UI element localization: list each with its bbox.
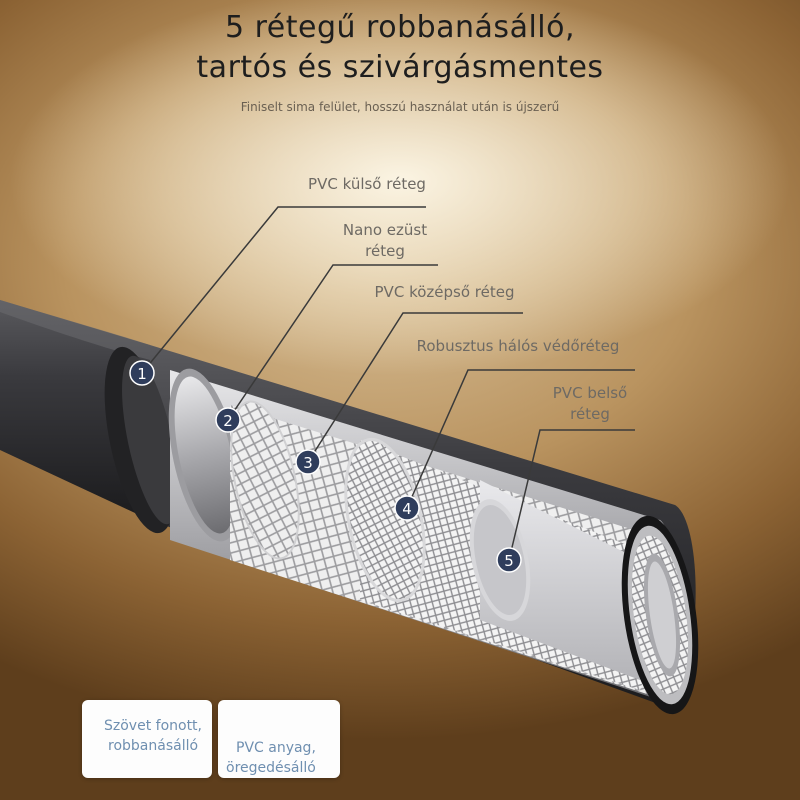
- svg-text:4: 4: [402, 500, 412, 518]
- feature-card-fabric: Szövet fonott, robbanásálló: [82, 700, 212, 778]
- badge-3: 3: [295, 449, 321, 475]
- badge-4: 4: [394, 495, 420, 521]
- svg-text:3: 3: [303, 454, 313, 472]
- subheadline: Finiselt sima felület, hosszú használat …: [240, 100, 560, 114]
- label-layer-1: PVC külső réteg: [308, 175, 426, 193]
- headline-line-1: 5 rétegű robbanásálló,: [224, 10, 576, 45]
- headline-line-2: tartós és szivárgásmentes: [196, 50, 604, 85]
- badge-2: 2: [215, 407, 241, 433]
- svg-text:2: 2: [223, 412, 233, 430]
- label-layer-3: PVC középső réteg: [374, 283, 515, 301]
- badge-1: 1: [129, 360, 155, 386]
- label-layer-5: PVC belső réteg: [552, 384, 628, 423]
- feature-card-pvc: PVC anyag, öregedésálló: [218, 700, 340, 778]
- label-layer-2: Nano ezüst réteg: [342, 221, 428, 260]
- hose-end-opening: [621, 515, 699, 715]
- badge-5: 5: [496, 547, 522, 573]
- leader-lines: [141, 206, 635, 561]
- svg-text:1: 1: [137, 365, 147, 383]
- svg-text:5: 5: [504, 552, 514, 570]
- label-layer-4: Robusztus hálós védőréteg: [416, 337, 620, 355]
